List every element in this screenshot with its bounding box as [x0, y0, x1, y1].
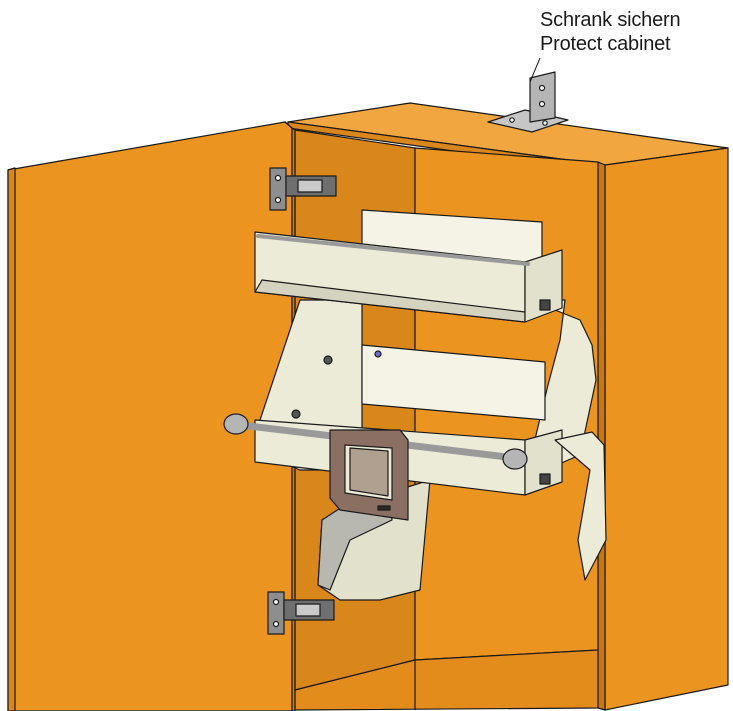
handle-bar-end-right — [502, 448, 528, 470]
cabinet-door — [7, 121, 293, 711]
pivot-bolt-upper — [323, 355, 333, 365]
cabinet-right-side — [604, 147, 729, 711]
right-swing-link — [554, 431, 607, 581]
protect-cabinet-callout: Schrank sichern Protect cabinet — [540, 8, 681, 56]
lower-rack-right-side — [524, 429, 563, 496]
handle-grip — [329, 429, 409, 521]
pivot-bolt-lower — [291, 409, 301, 419]
mounting-bracket-vertical — [529, 71, 556, 123]
bottom-hinge — [267, 591, 335, 635]
callout-leader-line — [529, 57, 541, 83]
handle-bar-end-left — [223, 413, 249, 435]
callout-text-en: Protect cabinet — [540, 33, 671, 55]
cabinet-right-front-edge — [597, 161, 606, 711]
upper-rack-right-side — [524, 249, 563, 323]
cabinet-door-side-strip — [7, 167, 16, 711]
top-hinge — [269, 167, 337, 211]
lower-rack-back — [361, 344, 546, 421]
callout-text-de: Schrank sichern — [540, 9, 681, 31]
